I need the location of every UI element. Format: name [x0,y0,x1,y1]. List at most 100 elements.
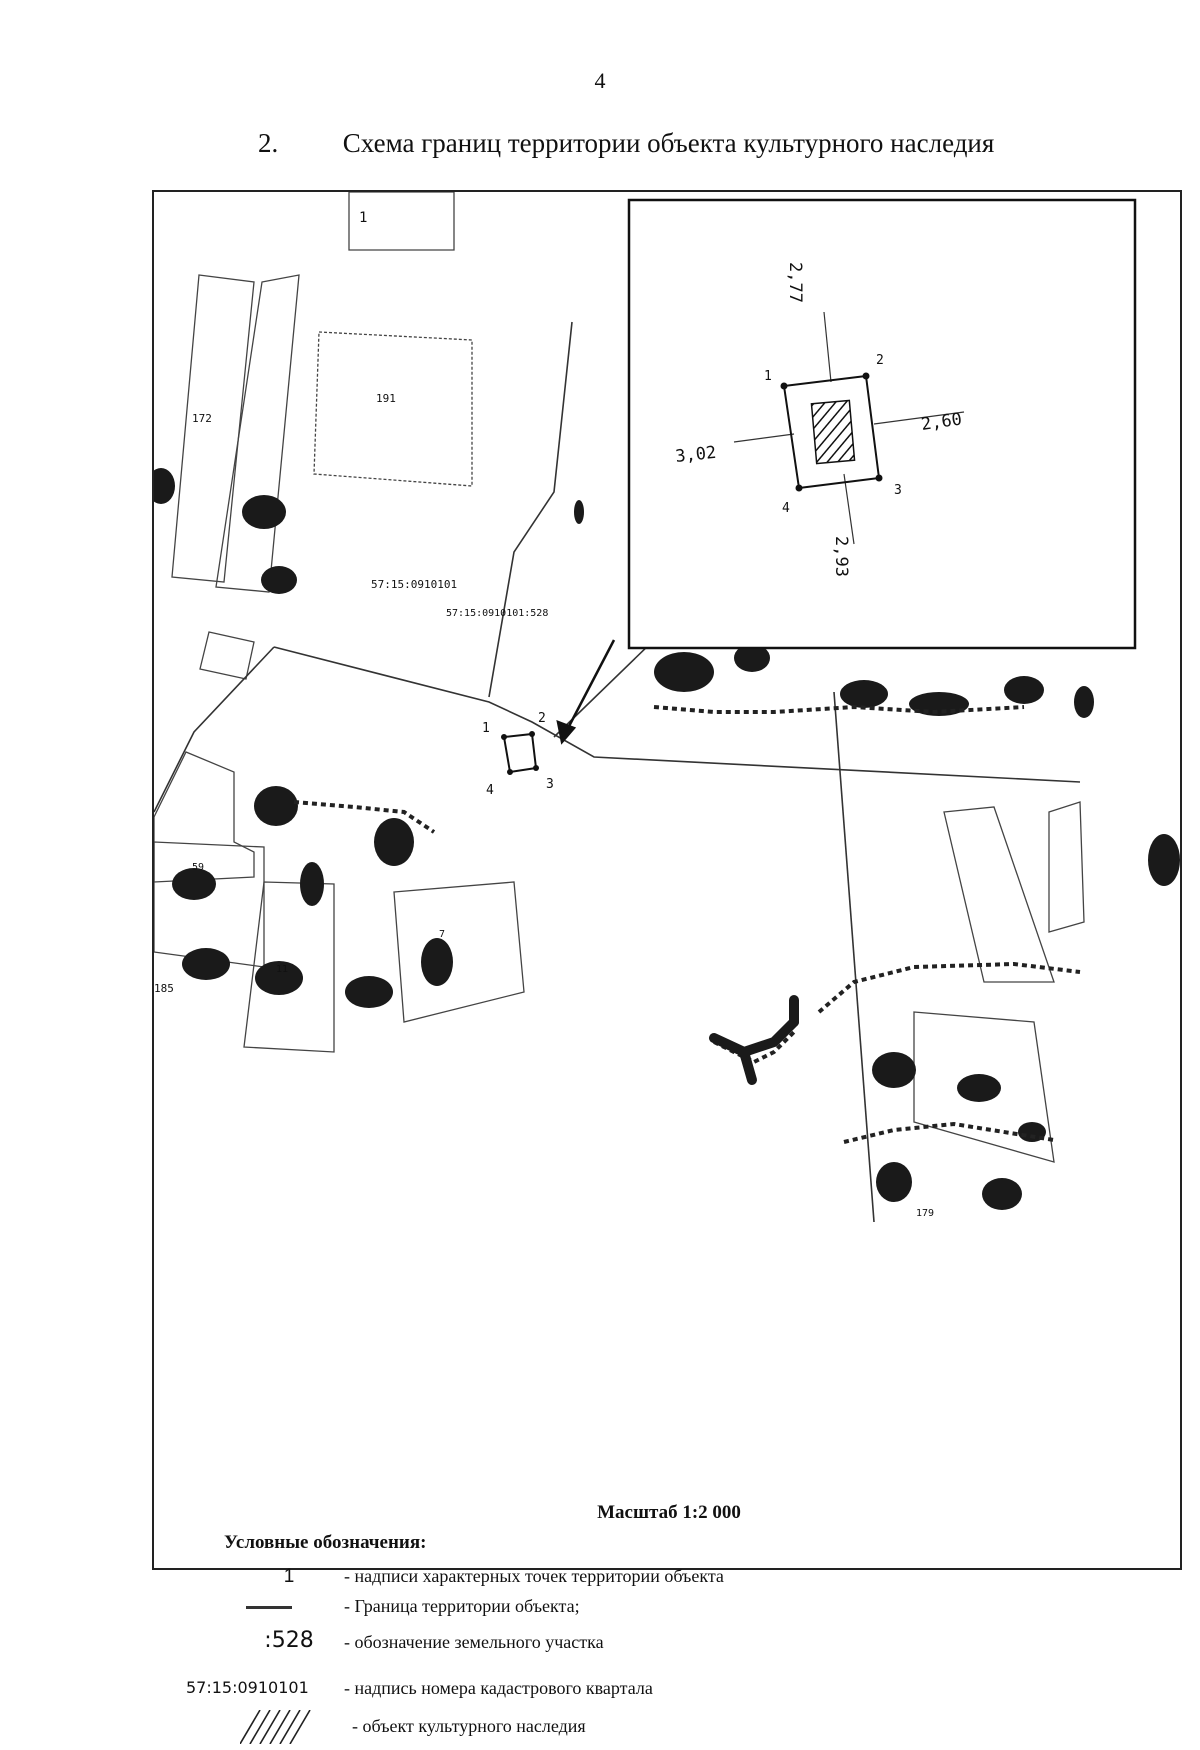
legend-symbol-point: 1 [283,1566,295,1587]
road-boundary-left [154,646,275,813]
fence-line [843,1121,1055,1144]
legend-item-parcel: :528 - обозначение земельного участка [154,1628,1184,1672]
building [1148,834,1180,886]
legend-text-cadastral: - надпись номера кадастрового квартала [344,1678,653,1698]
road-boundary-vertical [488,321,573,698]
building [574,500,584,524]
legend-symbol-cadastral: 57:15:0910101 [186,1678,309,1697]
parcel-label-172: 172 [192,412,212,425]
legend-symbol-hatch [240,1710,311,1744]
parcel-right-strip [943,806,1055,983]
dim-label-north: 2,77 [785,262,805,303]
legend-text-point: - надписи характерных точек территории о… [344,1566,724,1586]
map-frame: 1 172 191 185 11 7 59 179 57:15:0910101 … [152,190,1182,1744]
page-number: 4 [594,68,606,93]
legend-text-parcel: - обозначение земельного участка [344,1632,604,1652]
parcel-right-bottom [913,1011,1055,1163]
road-boundary-vert-right [833,691,875,1223]
tree-branch [739,1017,799,1057]
legend-title: Условные обозначения: [224,1532,427,1553]
legend-item-boundary: - Граница территории объекта; [154,1596,1184,1636]
road-boundary-upper [273,646,1081,783]
buildings [154,468,1180,1210]
parcel-label-191: 191 [376,392,396,405]
building [182,948,230,980]
legend-text-heritage: - объект культурного наследия [352,1716,586,1736]
parcel-east [1048,801,1085,933]
parcel-small-top [348,192,455,251]
fence-lines [293,704,1081,1144]
point-label-3: 3 [546,777,554,792]
building [154,468,175,504]
building [172,868,216,900]
road-boundary-east [553,639,655,738]
building [957,1074,1001,1102]
building [374,818,414,866]
building [345,976,393,1008]
building [421,938,453,986]
parcel-label-7: 7 [439,929,445,940]
legend-symbol-boundary-line [246,1606,292,1609]
building [876,1162,912,1202]
parcel-172-left [171,274,255,583]
dim-label-south: 2,93 [831,536,851,577]
parcel-lines [154,192,1085,1163]
cadastral-parcel-label: 57:15:0910101:528 [446,608,548,619]
legend-item-heritage: - объект культурного наследия [154,1710,1184,1750]
legend-text-boundary: - Граница территории объекта; [344,1596,580,1616]
parcel-label-11: 11 [276,964,288,975]
parcel-172-right [215,274,300,593]
building [872,1052,916,1088]
building [982,1178,1022,1210]
building [254,786,298,826]
inset-point-3: 3 [894,483,902,498]
building [300,862,324,906]
building [654,652,714,692]
parcel-191 [313,331,473,487]
tree-branch [709,1033,757,1085]
building [1074,686,1094,718]
parcel-label-185: 185 [154,982,174,995]
fence-line [293,800,436,834]
cadastral-block-label: 57:15:0910101 [371,578,457,591]
point-label-1: 1 [482,721,490,736]
parcel-label-small: 1 [359,210,367,226]
page-title: 2. Схема границ территории объекта культ… [258,128,994,159]
building [261,566,297,594]
building [734,644,770,672]
dim-label-west: 3,02 [674,443,717,467]
map-canvas: 1 172 191 185 11 7 59 179 57:15:0910101 … [154,192,1180,1223]
boundary-lines [154,321,1081,1223]
building [840,680,888,708]
inset-detail: 1 2 3 4 2,77 2,60 2,93 3,02 [627,198,1137,650]
parcel-small-square [199,631,255,680]
dim-line-north [823,311,832,383]
object-boundary [501,731,539,775]
point-label-4: 4 [486,783,494,798]
section-title: Схема границ территории объекта культурн… [342,128,995,158]
map-scale: Масштаб 1:2 000 [597,1502,741,1523]
legend-symbol-parcel: :528 [264,1628,314,1653]
legend-item-cadastral: 57:15:0910101 - надпись номера кадастров… [154,1678,1184,1718]
parcel-7 [393,881,525,1023]
tree-cluster [709,995,799,1085]
building [255,961,303,995]
parcel-west [154,751,255,883]
point-label-2: 2 [538,711,546,726]
building [1004,676,1044,704]
building [242,495,286,529]
fence-line [817,961,1081,1014]
inset-point-1: 1 [764,369,772,384]
dim-line-east [873,411,965,425]
inset-point-4: 4 [782,501,790,516]
legend-item-point-label: 1 - надписи характерных точек территории… [154,1566,1184,1606]
dim-line-south [843,473,855,545]
parcel-label-59: 59 [192,862,204,873]
inset-point-2: 2 [876,353,884,368]
fence-line [653,704,1025,715]
heritage-object-hatch [810,399,856,465]
section-number: 2. [258,128,279,158]
parcel-label-179: 179 [916,1208,934,1219]
dim-line-west [733,433,795,443]
callout-arrow [556,639,616,745]
